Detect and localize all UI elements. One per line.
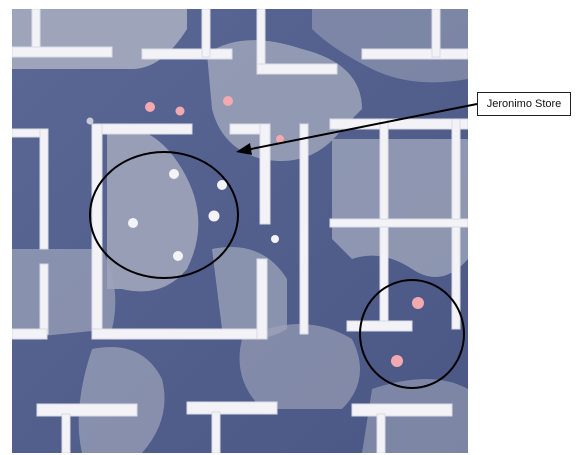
pedestrian-agent[interactable] bbox=[169, 169, 179, 179]
simulation-viewport[interactable] bbox=[12, 9, 468, 453]
walls bbox=[12, 9, 468, 453]
floor-plan-map bbox=[12, 9, 468, 453]
annotations bbox=[89, 151, 465, 389]
pedestrian-agent[interactable] bbox=[217, 180, 227, 190]
pedestrian-agent[interactable] bbox=[276, 135, 284, 143]
pedestrian-agent[interactable] bbox=[391, 355, 403, 367]
pedestrian-agent[interactable] bbox=[128, 218, 138, 228]
pedestrian-agent[interactable] bbox=[208, 210, 220, 222]
pedestrian-agent[interactable] bbox=[145, 102, 155, 112]
pedestrian-agent[interactable] bbox=[412, 297, 424, 309]
callout-label-text: Jeronimo Store bbox=[486, 98, 562, 110]
store-highlight-ellipse bbox=[89, 151, 239, 279]
pedestrian-agent[interactable] bbox=[86, 117, 94, 125]
callout-label-box: Jeronimo Store bbox=[477, 92, 571, 116]
corridor-highlight-ellipse bbox=[359, 279, 465, 389]
pedestrian-agent[interactable] bbox=[175, 106, 185, 116]
pedestrian-agent[interactable] bbox=[271, 235, 279, 243]
pedestrian-agent[interactable] bbox=[173, 251, 183, 261]
pedestrian-agent[interactable] bbox=[223, 96, 233, 106]
